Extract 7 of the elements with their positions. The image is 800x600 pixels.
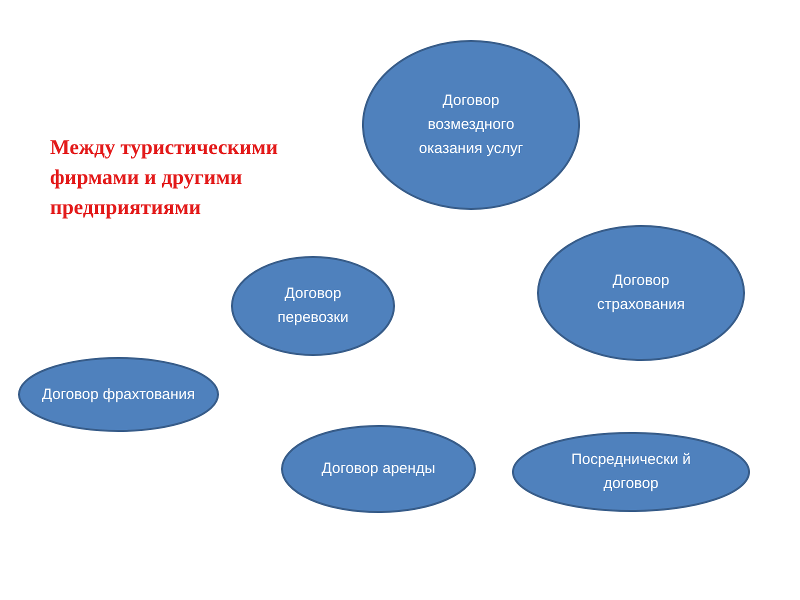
node-label: Посреднически й договор: [570, 450, 692, 494]
node-label: Договор перевозки: [276, 284, 350, 328]
node-label: Договор страхования: [596, 271, 686, 315]
node-label: Договор фрахтования: [40, 384, 196, 404]
node-label: Договор возмездного оказания услуг: [418, 91, 524, 159]
node-label: Договор аренды: [320, 459, 436, 479]
heading: Между туристическими фирмами и другими предприятиями: [50, 134, 279, 221]
